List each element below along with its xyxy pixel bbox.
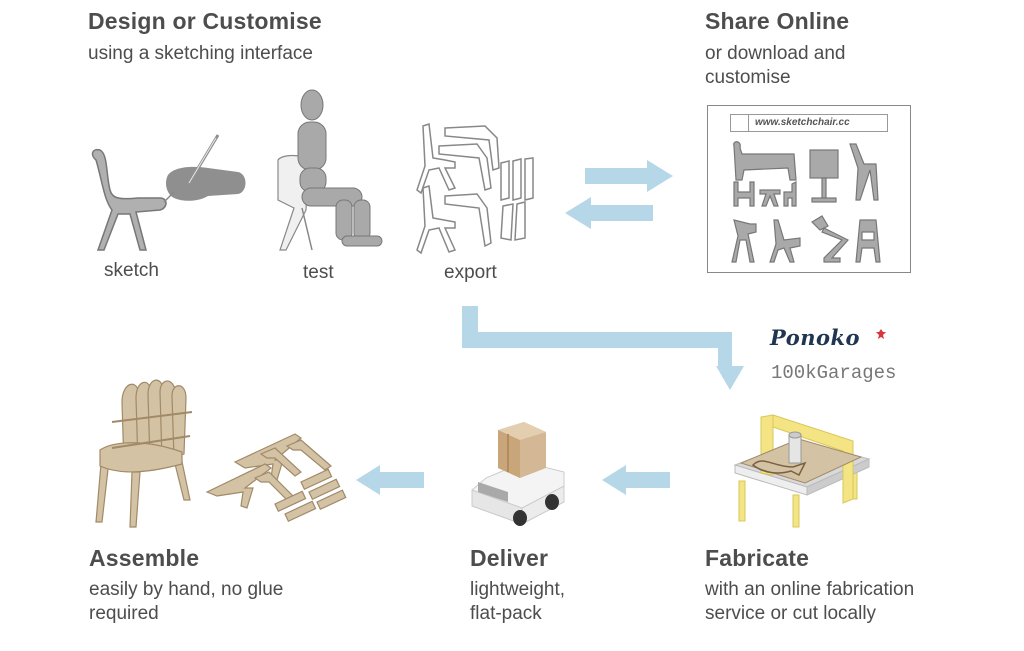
url-bar[interactable]: www.sketchchair.cc <box>730 114 888 132</box>
share-title: Share Online <box>705 8 850 34</box>
fabricate-subtitle-line-1: with an online fabrication <box>705 579 915 600</box>
test-label: test <box>303 262 334 283</box>
deliver-subtitle-line-1: lightweight, <box>470 579 566 600</box>
100kgarages-logo[interactable]: 100kGarages <box>771 362 897 384</box>
flat-pack-parts-icon <box>205 433 347 523</box>
assemble-subtitle-line-2: required <box>89 603 159 624</box>
arrow-right-icon <box>585 160 673 192</box>
url-bar-favicon-box <box>731 115 749 131</box>
delivery-van-icon <box>471 422 565 526</box>
ponoko-logo[interactable]: Ponoko <box>770 325 861 350</box>
deliver-subtitle-line-2: flat-pack <box>470 603 542 624</box>
sketch-chair-with-hand-icon <box>91 134 246 251</box>
ponoko-maple-leaf-icon <box>876 329 886 339</box>
share-subtitle: or download and customise <box>705 42 846 90</box>
share-subtitle-line-1: or download and <box>705 43 846 64</box>
assemble-subtitle: easily by hand, no glue required <box>89 578 283 626</box>
design-subtitle: using a sketching interface <box>88 42 313 66</box>
design-subtitle-line: using a sketching interface <box>88 43 313 64</box>
mannequin-seated-chair-icon <box>277 89 383 251</box>
website-preview-panel: www.sketchchair.cc <box>707 105 911 273</box>
deliver-title: Deliver <box>470 545 549 571</box>
cnc-machine-icon <box>733 414 871 528</box>
assembled-chair-icon <box>95 379 193 528</box>
url-text: www.sketchchair.cc <box>755 117 850 128</box>
arrow-left-icon-fabricate-to-deliver <box>602 465 670 495</box>
assemble-title: Assemble <box>89 545 200 571</box>
arrow-left-icon <box>565 197 653 229</box>
sketch-label: sketch <box>104 260 159 281</box>
website-gallery-icon <box>731 141 881 263</box>
fabricate-title: Fabricate <box>705 545 810 571</box>
arrow-left-icon-deliver-to-assemble <box>356 465 424 495</box>
share-subtitle-line-2: customise <box>705 67 791 88</box>
fabricate-subtitle-line-2: service or cut locally <box>705 603 877 624</box>
deliver-subtitle: lightweight, flat-pack <box>470 578 565 626</box>
chair-parts-outline-icon <box>416 122 534 255</box>
design-title: Design or Customise <box>88 8 322 34</box>
export-label: export <box>444 262 497 283</box>
elbow-arrow-down-icon <box>462 306 744 390</box>
assemble-subtitle-line-1: easily by hand, no glue <box>89 579 284 600</box>
fabricate-subtitle: with an online fabrication service or cu… <box>705 578 914 626</box>
